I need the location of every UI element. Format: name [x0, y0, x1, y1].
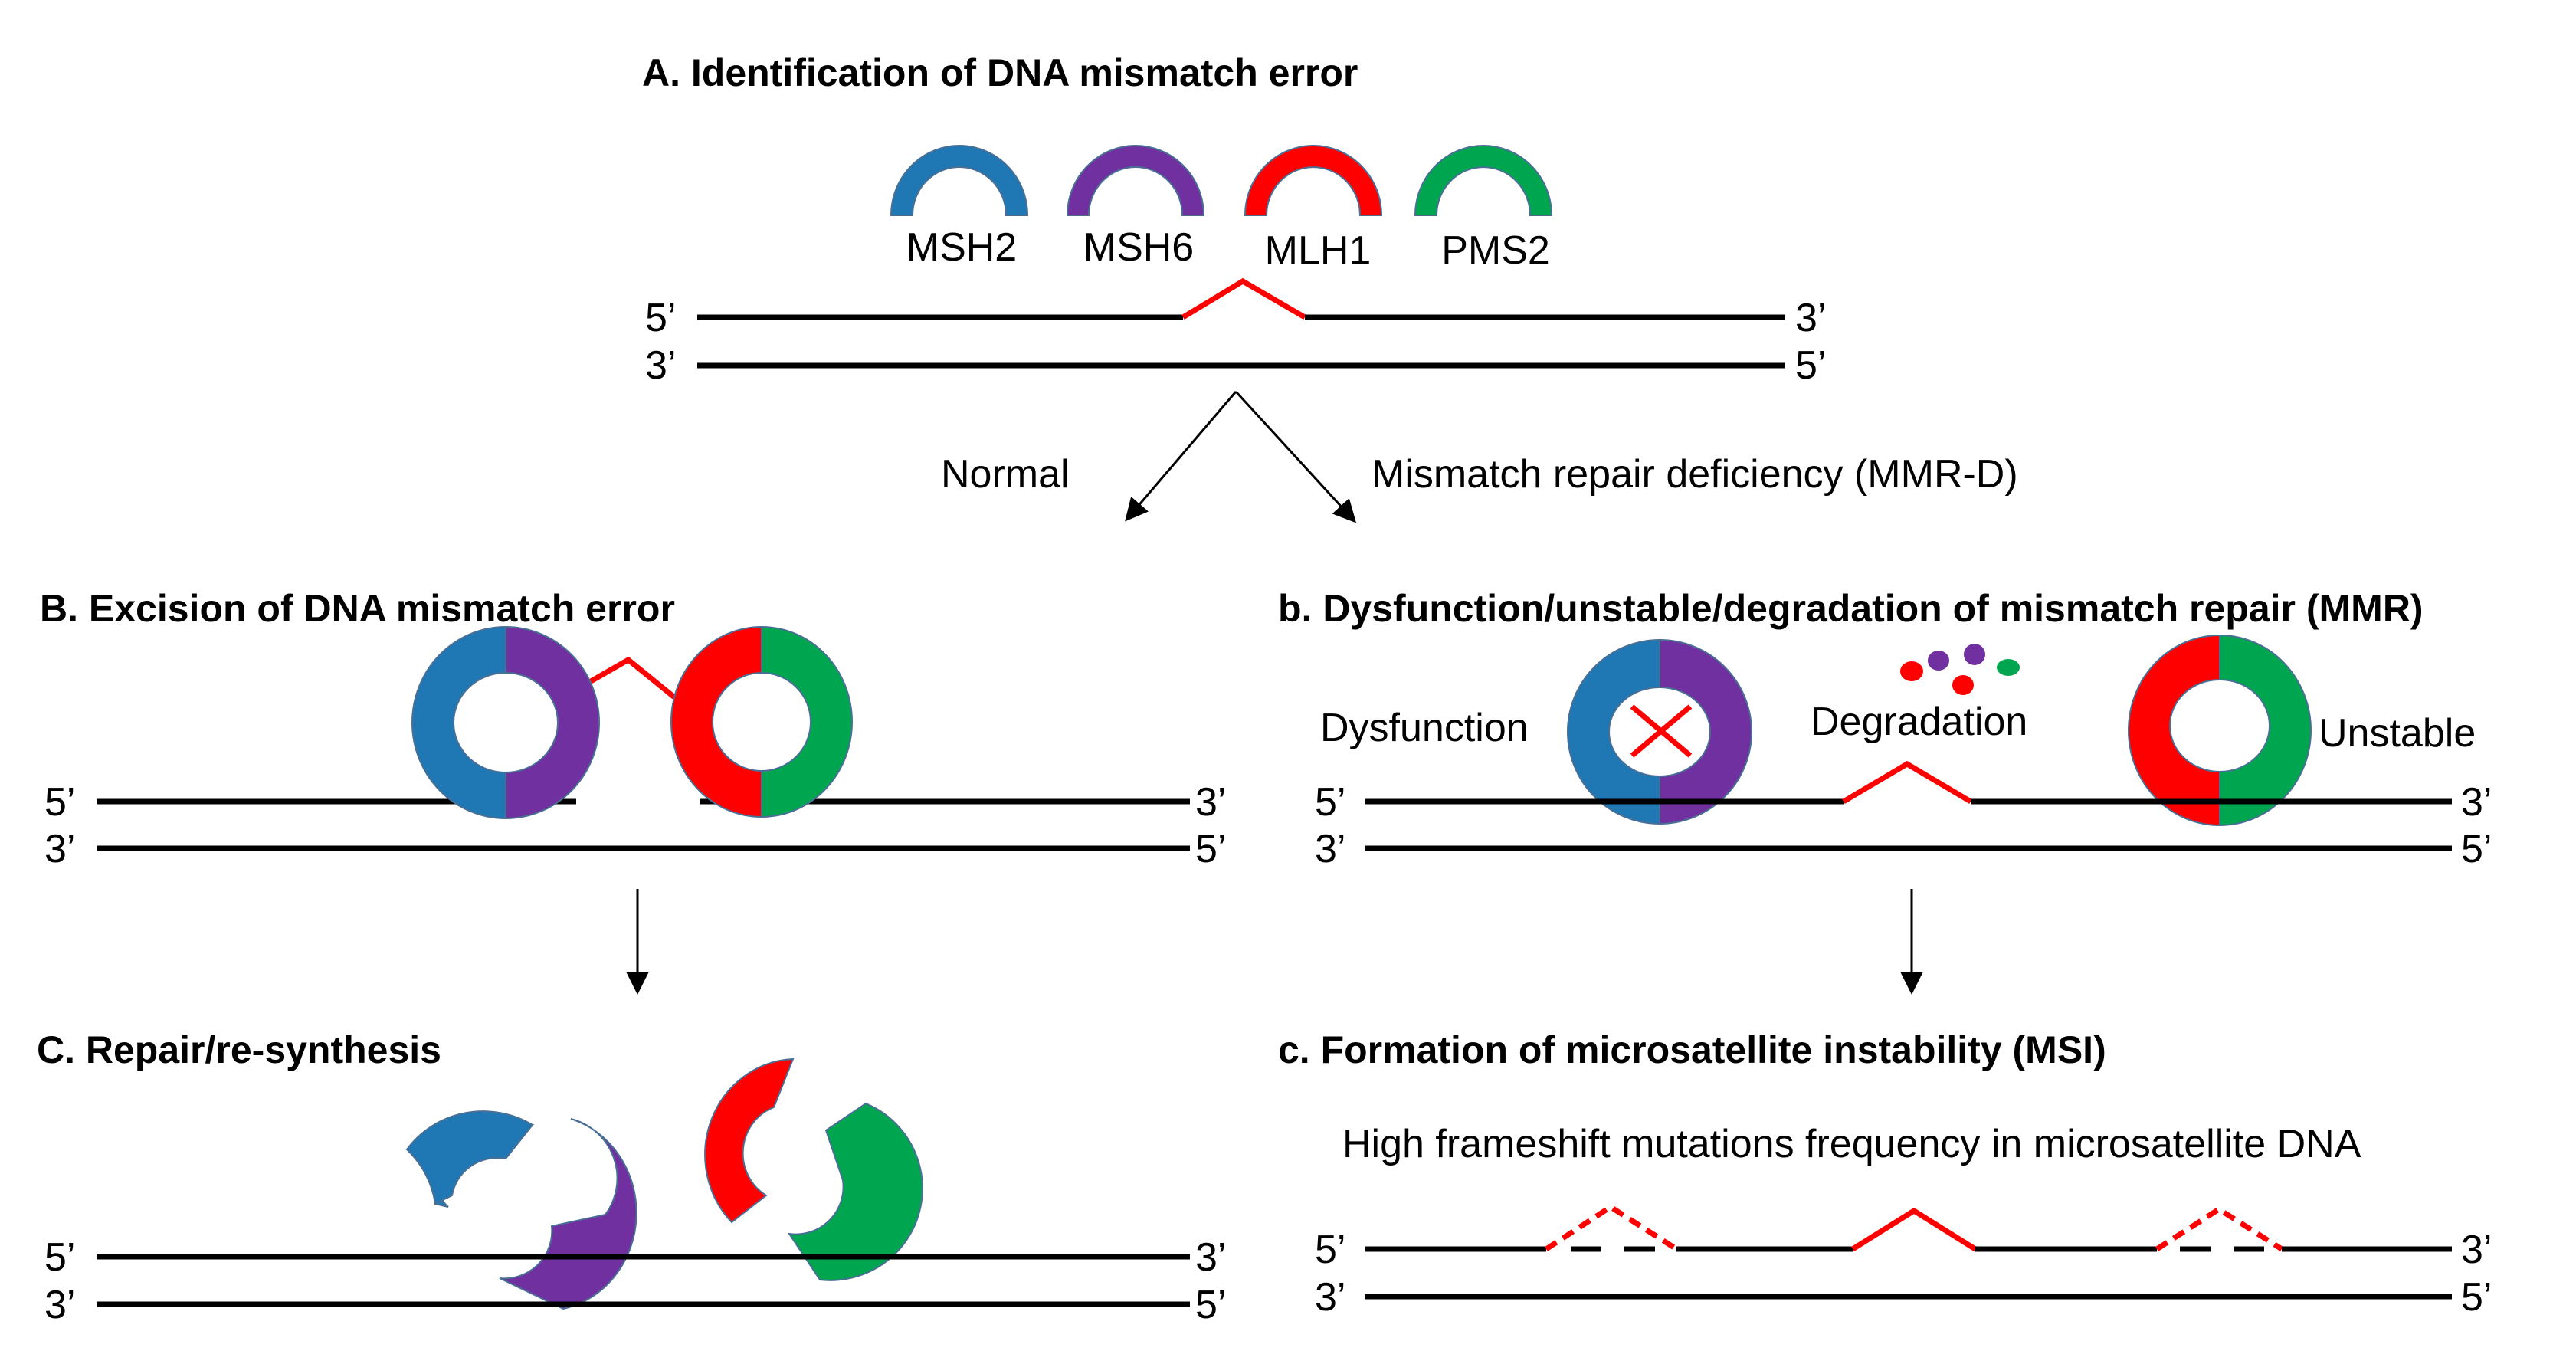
panel-b-title: B. Excision of DNA mismatch error [40, 587, 675, 630]
msh2-fragment-body [405, 1110, 534, 1205]
mlh1-arch [1244, 145, 1383, 216]
dysfunction-label: Dysfunction [1320, 706, 1529, 750]
panel-c-lower-subtitle: High frameshift mutations frequency in m… [1342, 1122, 2361, 1166]
msh2-msh6-ring [411, 625, 600, 820]
panel-c-lower-strand-bottom-left: 3’ [1315, 1275, 1345, 1320]
arrow-to-deficiency [1234, 390, 1357, 523]
panel-c-strand-top-left: 5’ [44, 1235, 75, 1280]
panel-a-strand-top-right: 3’ [1795, 296, 1826, 340]
pms2-arch [1414, 145, 1553, 216]
panel-b-lower-strand-bottom-left: 3’ [1315, 827, 1345, 871]
panel-c-repair: C. Repair/re-synthesis 5’ 3’ 3’ 5’ [37, 1028, 1226, 1327]
pms2-fragment [787, 1102, 923, 1281]
panel-b-dysfunction: b. Dysfunction/unstable/degradation of m… [1278, 587, 2492, 995]
panel-b-strand-bottom-right: 5’ [1195, 827, 1226, 871]
unstable-label: Unstable [2319, 711, 2476, 756]
degradation-label: Degradation [1811, 700, 2027, 744]
panel-c-lower-strand-top-right: 3’ [2461, 1228, 2492, 1272]
panel-a-title: A. Identification of DNA mismatch error [642, 51, 1358, 94]
branch-normal-label: Normal [941, 452, 1070, 497]
panel-b-lower-strand-bottom-right: 5’ [2461, 827, 2492, 871]
panel-b-lower-strand-top-right: 3’ [2461, 780, 2492, 825]
panel-c-lower-strand-top-left: 5’ [1315, 1228, 1345, 1272]
msh2-label: MSH2 [906, 225, 1017, 270]
arrow-to-normal [1125, 391, 1237, 522]
panel-a-strand-bottom-left: 3’ [645, 343, 676, 388]
panel-b-excision: B. Excision of DNA mismatch error 5’ 3’ … [40, 587, 1226, 995]
panel-a-strand-top-left: 5’ [645, 296, 676, 340]
pms2-label: PMS2 [1441, 228, 1550, 273]
panel-b-strand-top-right: 3’ [1195, 780, 1226, 825]
panel-c-strand-bottom-left: 3’ [44, 1283, 75, 1327]
panel-c-strand-bottom-right: 5’ [1195, 1283, 1226, 1327]
degradation-fragments [1900, 644, 2020, 695]
dysfunction-ring [1567, 638, 1752, 825]
panel-a: A. Identification of DNA mismatch error … [642, 51, 1826, 388]
msh6-label: MSH6 [1083, 225, 1194, 270]
panel-a-strand-bottom-right: 5’ [1795, 343, 1826, 388]
branch-deficiency-label: Mismatch repair deficiency (MMR-D) [1372, 452, 2018, 497]
panel-b-strand-top-left: 5’ [44, 780, 75, 825]
mlh1-fragment [704, 1058, 795, 1224]
panel-c-msi: c. Formation of microsatellite instabili… [1278, 1028, 2492, 1320]
msh6-fragment [499, 1118, 637, 1310]
panel-c-lower-title: c. Formation of microsatellite instabili… [1278, 1028, 2106, 1071]
panel-b-lower-title: b. Dysfunction/unstable/degradation of m… [1278, 587, 2424, 630]
unstable-ring [2128, 634, 2312, 827]
panel-c-strand-top-right: 3’ [1195, 1235, 1226, 1280]
mlh1-label: MLH1 [1265, 228, 1372, 273]
msh2-arch [890, 145, 1029, 216]
panel-b-strand-bottom-left: 3’ [44, 827, 75, 871]
mlh1-pms2-ring [670, 625, 853, 818]
panel-a-dna [697, 277, 1785, 369]
branch-arrows [1125, 390, 1357, 523]
panel-c-title: C. Repair/re-synthesis [37, 1028, 441, 1071]
msh6-arch [1066, 145, 1205, 216]
panel-b-lower-strand-top-left: 5’ [1315, 780, 1345, 825]
panel-c-lower-strand-bottom-right: 5’ [2461, 1275, 2492, 1320]
